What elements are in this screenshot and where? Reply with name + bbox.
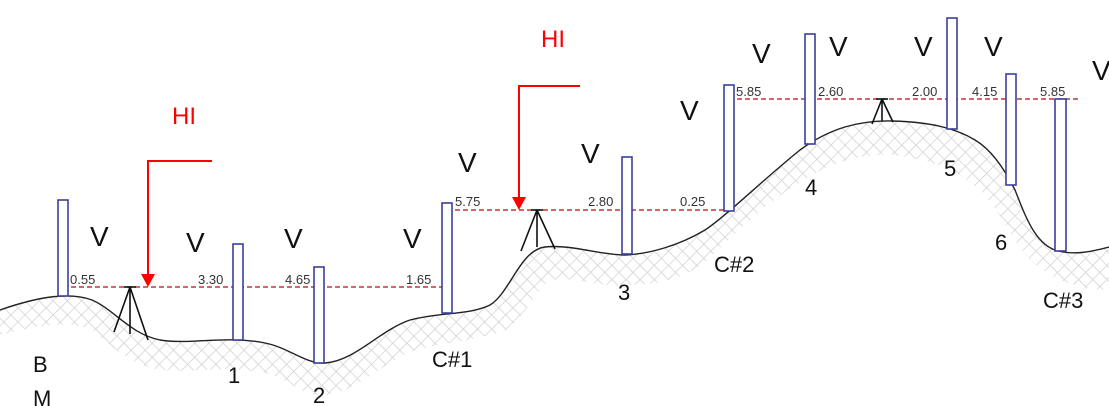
v-label: V xyxy=(914,31,933,62)
station-label: 1 xyxy=(228,363,240,388)
reading: 4.15 xyxy=(972,84,997,99)
reading: 2.60 xyxy=(818,84,843,99)
staff-c3 xyxy=(1054,98,1067,252)
ground-hatch xyxy=(0,120,1109,396)
reading: 0.55 xyxy=(70,272,95,287)
staff-4 xyxy=(804,33,816,145)
station-label: C#3 xyxy=(1043,288,1083,313)
v-label: V xyxy=(458,147,477,178)
level-instrument-2 xyxy=(520,209,556,252)
hi-label-1: HI xyxy=(172,103,196,130)
staff-6 xyxy=(1005,73,1017,186)
staff-readings: 0.55 3.30 4.65 1.65 5.75 2.80 0.25 5.85 … xyxy=(70,84,1065,287)
reading: 5.85 xyxy=(736,84,761,99)
station-labels: B M 1 2 C#1 3 C#2 4 5 6 C#3 xyxy=(33,156,1083,406)
level-instrument-1 xyxy=(113,286,149,341)
v-label: V xyxy=(403,223,422,254)
v-label: V xyxy=(984,31,1003,62)
station-label: 3 xyxy=(618,280,630,305)
reading: 5.85 xyxy=(1040,84,1065,99)
v-label: V xyxy=(284,223,303,254)
reading: 5.75 xyxy=(455,194,480,209)
v-labels: V V V V V V V V V V V V xyxy=(90,31,1109,258)
v-label: V xyxy=(829,31,848,62)
v-label: V xyxy=(752,38,771,69)
station-label: C#1 xyxy=(432,347,472,372)
reading: 3.30 xyxy=(198,272,223,287)
reading: 2.80 xyxy=(588,194,613,209)
reading: 0.25 xyxy=(680,194,705,209)
level-instrument-3 xyxy=(871,98,894,125)
station-label: C#2 xyxy=(714,252,754,277)
staff-c1 xyxy=(441,202,453,314)
station-label: M xyxy=(33,386,51,406)
station-label: 4 xyxy=(805,175,817,200)
staff-c2 xyxy=(723,84,735,212)
reading: 4.65 xyxy=(285,272,310,287)
station-label: B xyxy=(33,352,48,377)
staff-5 xyxy=(946,17,958,130)
reading: 2.00 xyxy=(912,84,937,99)
station-label: 5 xyxy=(944,156,956,181)
staff-3 xyxy=(621,156,633,255)
staff-2 xyxy=(313,266,325,364)
hi-label-2: HI xyxy=(541,26,565,53)
hi-marker-2: HI xyxy=(512,26,580,210)
v-label: V xyxy=(680,95,699,126)
leveling-staffs xyxy=(57,17,1067,364)
staff-bm xyxy=(57,199,69,297)
v-label: V xyxy=(90,221,109,252)
hi-marker-1: HI xyxy=(141,103,212,287)
v-label: V xyxy=(581,138,600,169)
v-label: V xyxy=(1092,55,1109,86)
v-label: V xyxy=(186,227,205,258)
reading: 1.65 xyxy=(406,272,431,287)
station-label: 2 xyxy=(313,383,325,406)
station-label: 6 xyxy=(995,230,1007,255)
ground-profile xyxy=(0,120,1109,364)
staff-1 xyxy=(232,243,244,341)
